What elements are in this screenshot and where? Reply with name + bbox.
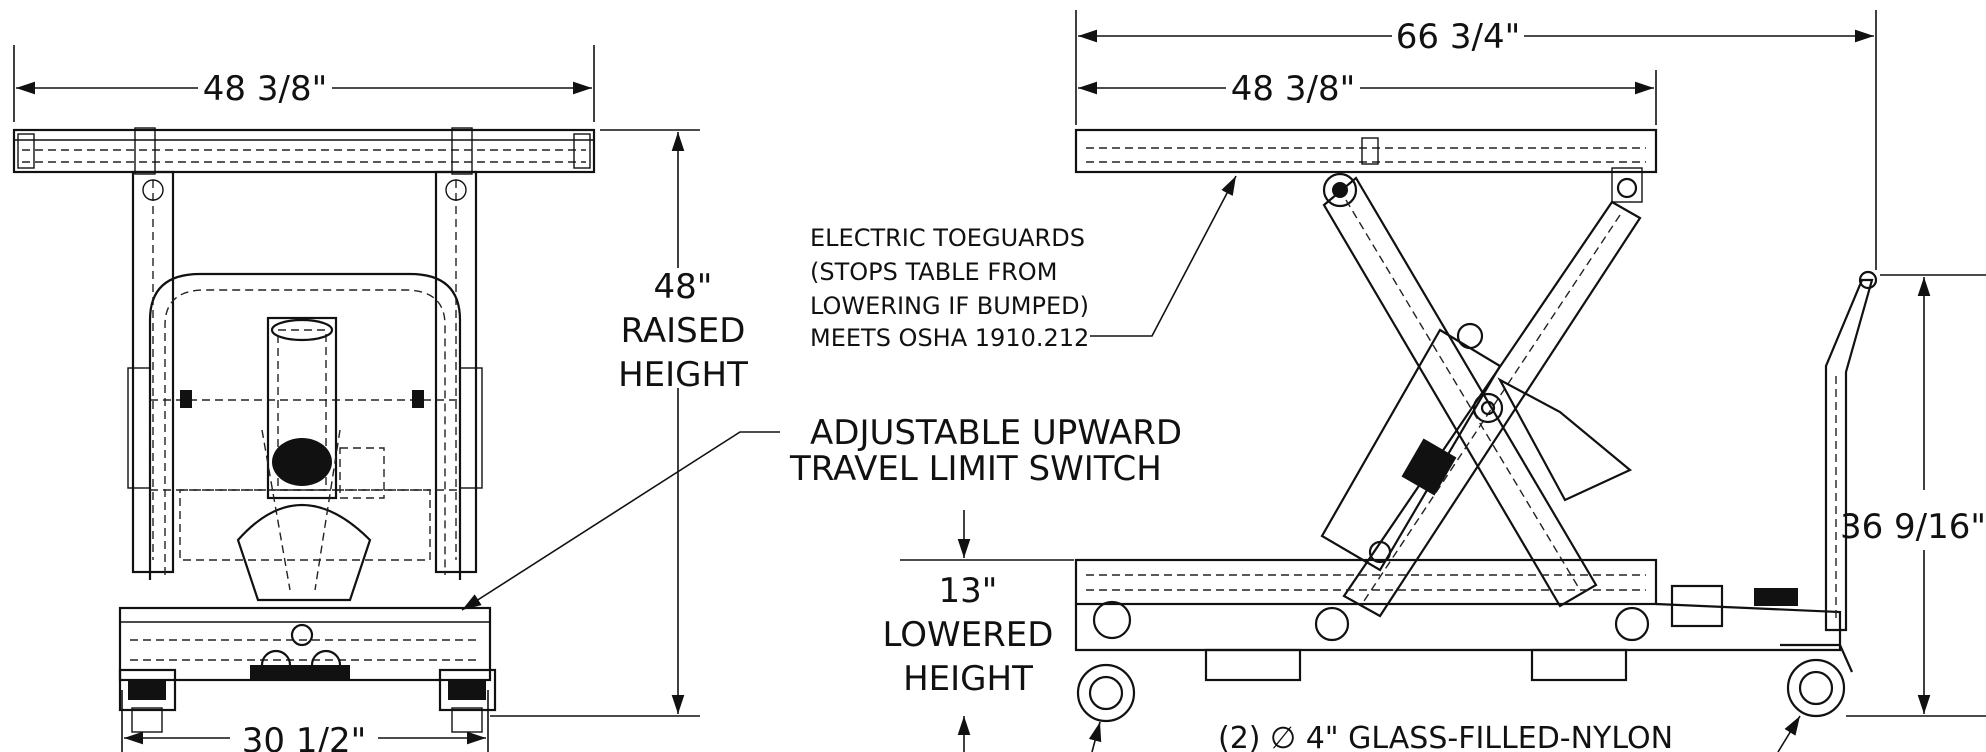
side-casters: [1076, 643, 1854, 723]
raised-height-line2: HEIGHT: [618, 355, 748, 395]
raised-height-value: 48": [654, 267, 713, 307]
front-table-top: [12, 127, 596, 175]
side-view: 66 3/4" 48 3/8": [810, 10, 1986, 752]
limit-switch-note-line1: ADJUSTABLE UPWARD: [810, 413, 1182, 453]
limit-switch-callout: ADJUSTABLE UPWARD TRAVEL LIMIT SWITCH: [461, 413, 1182, 611]
toeguard-callout: ELECTRIC TOEGUARDS (STOPS TABLE FROM LOW…: [810, 175, 1237, 352]
toeguard-note-line2: (STOPS TABLE FROM: [810, 258, 1057, 286]
lowered-height-value: 13": [939, 571, 998, 611]
front-casters: [118, 668, 497, 733]
front-top-width-label: 48 3/8": [203, 69, 327, 109]
front-view: 48 3/8": [12, 45, 1182, 752]
side-lowered-height-dimension: 13" LOWERED HEIGHT: [883, 510, 1074, 752]
side-push-handle: [1824, 270, 1878, 632]
side-overall-length-label: 66 3/4": [1396, 17, 1520, 57]
side-hydraulic-cylinder: [1320, 322, 1633, 572]
toeguard-note-line1: ELECTRIC TOEGUARDS: [810, 224, 1085, 252]
lowered-height-line2: HEIGHT: [903, 659, 1033, 699]
side-handle-height-dimension: 36 9/16": [1840, 274, 1986, 717]
side-base-frame: [1074, 558, 1842, 682]
handle-height-label: 36 9/16": [1840, 507, 1986, 547]
lowered-height-line1: LOWERED: [883, 615, 1054, 655]
limit-switch-note-line2: TRAVEL LIMIT SWITCH: [789, 449, 1162, 489]
side-table-length-dimension: 48 3/8": [1078, 69, 1657, 125]
front-arched-frame: [127, 272, 483, 580]
toeguard-note-line4: MEETS OSHA 1910.212: [810, 324, 1089, 352]
front-base-width-dimension: 30 1/2": [121, 690, 489, 752]
front-top-width-dimension: 48 3/8": [13, 45, 595, 122]
front-base-width-label: 30 1/2": [242, 721, 366, 752]
side-overall-length-dimension: 66 3/4": [1075, 10, 1877, 270]
front-frame-posts: [131, 170, 478, 574]
raised-height-line1: RAISED: [621, 311, 746, 351]
front-hydraulic-cylinder: [236, 316, 385, 602]
caster-note: (2) ∅ 4" GLASS-FILLED-NYLON: [1218, 721, 1673, 752]
front-base-frame: [118, 606, 492, 682]
caster-callout: (2) ∅ 4" GLASS-FILLED-NYLON: [1088, 715, 1801, 752]
side-table-length-label: 48 3/8": [1231, 69, 1355, 109]
toeguard-note-line3: LOWERING IF BUMPED): [810, 292, 1089, 320]
front-raised-height-dimension: 48" RAISED HEIGHT: [490, 129, 748, 717]
